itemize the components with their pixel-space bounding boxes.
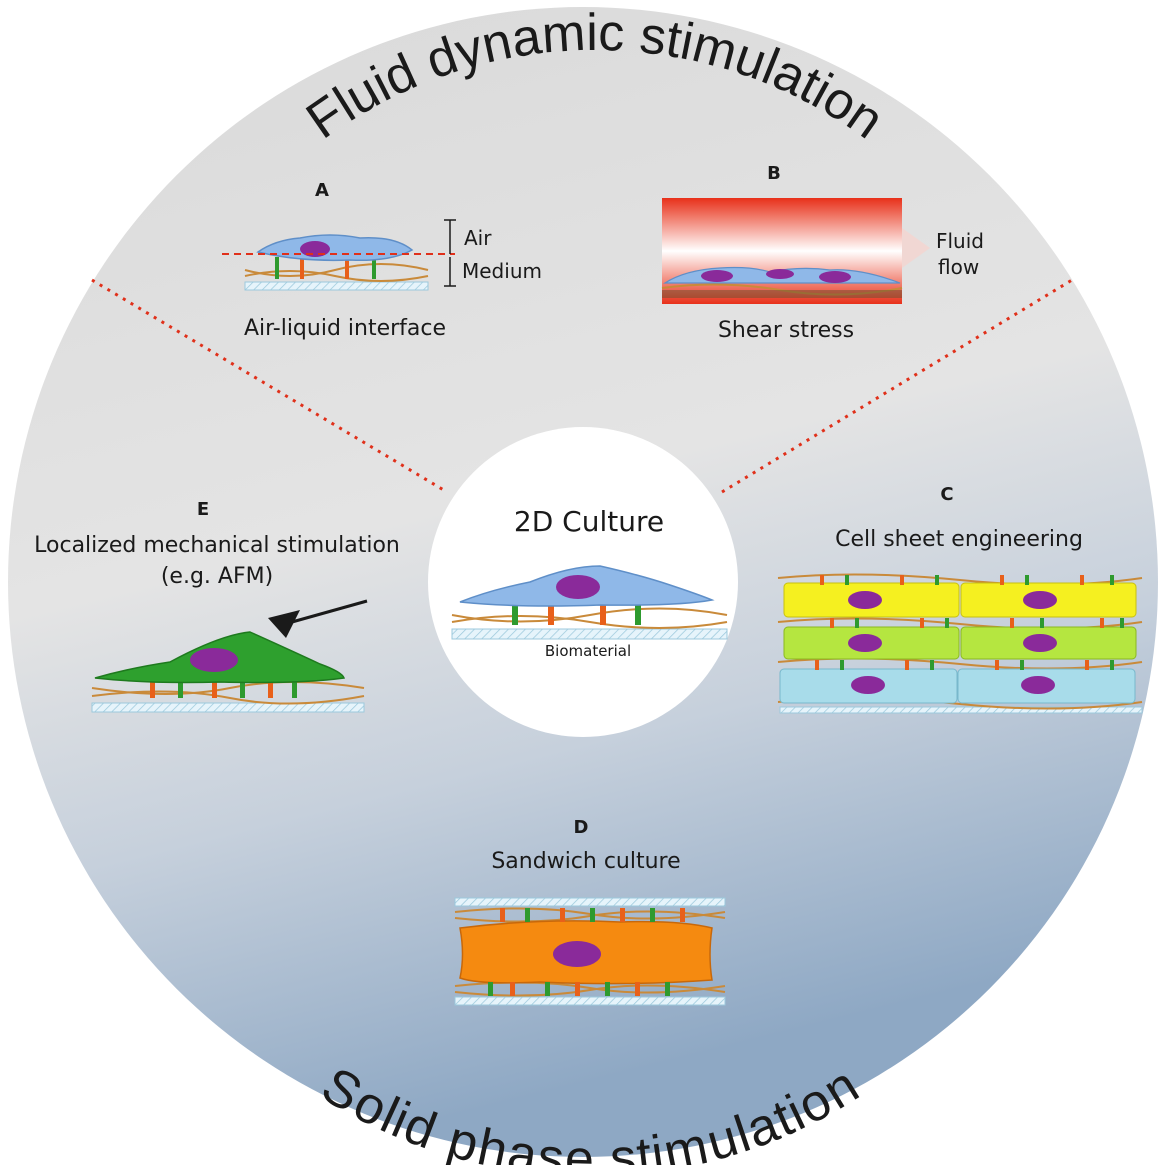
- panel-d-letter: D: [573, 817, 589, 838]
- integrin: [548, 595, 554, 625]
- flow-arrow: [902, 228, 930, 268]
- integrin: [635, 595, 641, 625]
- integrin: [345, 257, 349, 279]
- biomaterial-label: Biomaterial: [544, 642, 632, 660]
- nucleus-c: [848, 634, 882, 652]
- fiber: [451, 615, 728, 629]
- panel-e-caption-line2: (e.g. AFM): [160, 564, 274, 589]
- nucleus-b: [701, 270, 733, 282]
- medium-label: Medium: [462, 259, 542, 283]
- flow-channel: [662, 198, 902, 304]
- fiber: [451, 607, 728, 623]
- flow-label-line2: flow: [938, 255, 980, 279]
- panel-b-caption: Shear stress: [717, 318, 855, 343]
- center-illustration: [451, 565, 728, 640]
- nucleus-b: [766, 269, 794, 279]
- integrin: [275, 257, 279, 279]
- divider-left: [91, 278, 448, 494]
- substrate-e: [91, 702, 365, 713]
- nucleus-a: [300, 241, 330, 257]
- panel-e-illustration: [91, 599, 368, 713]
- nucleus-c: [1023, 634, 1057, 652]
- afm-tip: [268, 610, 300, 638]
- nucleus-c: [848, 591, 882, 609]
- nucleus-e: [190, 648, 238, 672]
- nucleus-c: [1023, 591, 1057, 609]
- integrin: [372, 257, 376, 279]
- fiber-layer-b: [662, 290, 902, 298]
- panel-b-illustration: [661, 198, 930, 304]
- fiber: [244, 270, 429, 282]
- panel-c-caption: Cell sheet engineering: [835, 527, 1083, 552]
- panel-a-illustration: [222, 219, 456, 291]
- panel-e-letter: E: [196, 499, 210, 520]
- panel-b-letter: B: [767, 163, 781, 184]
- flow-label-line1: Fluid: [936, 229, 984, 253]
- substrate-d-top: [454, 897, 726, 907]
- substrate-c: [779, 706, 1143, 714]
- substrate-center: [451, 628, 728, 640]
- fiber: [244, 263, 429, 277]
- panel-d-illustration: [454, 897, 726, 1006]
- panel-e-caption-line1: Localized mechanical stimulation: [34, 533, 400, 558]
- panel-c-illustration: [777, 573, 1143, 714]
- panel-c-letter: C: [940, 484, 954, 505]
- substrate-a: [244, 281, 429, 291]
- center-title: 2D Culture: [513, 505, 665, 538]
- nucleus-b: [819, 271, 851, 283]
- integrin: [600, 595, 606, 625]
- substrate-d-bottom: [454, 996, 726, 1006]
- panel-d-caption: Sandwich culture: [491, 849, 681, 874]
- afm-cantilever: [291, 599, 368, 624]
- air-label: Air: [464, 226, 492, 250]
- nucleus-c: [851, 676, 885, 694]
- panel-a-caption: Air-liquid interface: [243, 316, 447, 341]
- nucleus-center: [556, 575, 600, 599]
- nucleus-d: [553, 941, 601, 967]
- integrin: [512, 595, 518, 625]
- panel-a-letter: A: [315, 180, 329, 201]
- nucleus-c: [1021, 676, 1055, 694]
- integrin: [300, 257, 304, 279]
